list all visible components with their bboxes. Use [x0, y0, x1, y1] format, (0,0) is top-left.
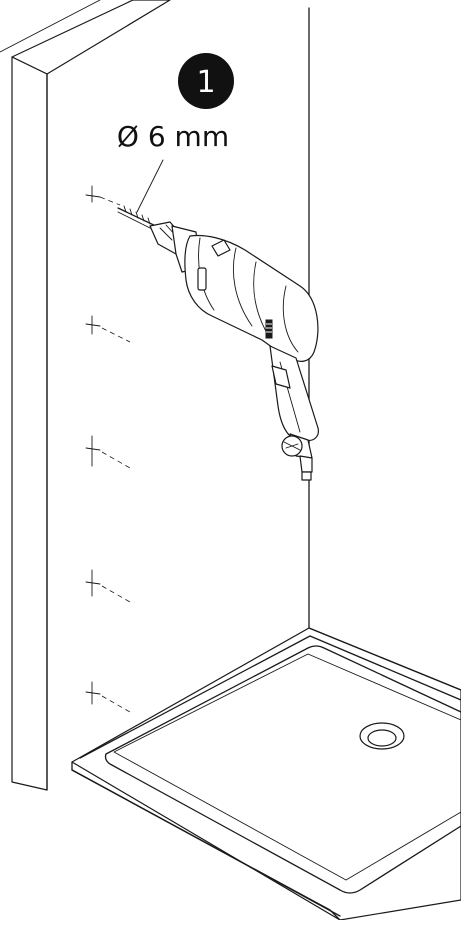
shower-tray [71, 627, 461, 921]
drill-marks [85, 185, 131, 713]
step-number: 1 [196, 65, 215, 100]
drill-mark [85, 569, 131, 603]
drill-mark [85, 435, 131, 469]
drill-icon [117, 205, 319, 481]
step-badge-circle [178, 53, 234, 109]
wall-panel [0, 0, 310, 791]
drain [359, 722, 405, 750]
vent-grille [265, 319, 273, 339]
drill-mark [85, 681, 131, 713]
drill-mark [85, 185, 121, 206]
step-badge: 1 [178, 53, 234, 109]
drill-bit-size-label: Ø 6 mm [117, 120, 229, 153]
label-leader-line [136, 159, 164, 213]
drill-mark [85, 315, 131, 343]
